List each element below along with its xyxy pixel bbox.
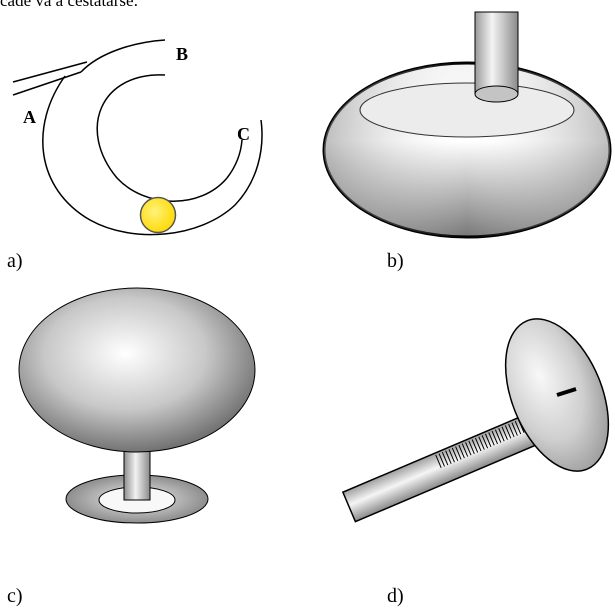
figure-c-diagram bbox=[18, 287, 256, 524]
rod-tick bbox=[488, 432, 495, 446]
pipe bbox=[474, 11, 519, 95]
pipe-opening bbox=[474, 85, 519, 103]
tilted-disc bbox=[504, 318, 610, 472]
figure-d bbox=[340, 315, 615, 540]
rod-tick bbox=[461, 443, 469, 457]
figure-d-diagram bbox=[341, 318, 610, 523]
figure-a-diagram: A B C bbox=[12, 39, 263, 236]
rod-tick bbox=[484, 433, 492, 447]
vessel-top-surface bbox=[359, 82, 575, 138]
rod-tick bbox=[458, 444, 465, 459]
rod-tick bbox=[504, 425, 512, 439]
rod-tick bbox=[445, 450, 452, 464]
label-c: C bbox=[237, 124, 250, 144]
rod-tick bbox=[468, 440, 475, 454]
caption-a: a) bbox=[7, 250, 23, 272]
rod-tick bbox=[478, 436, 485, 450]
rod-tick bbox=[498, 428, 505, 442]
rod-tick bbox=[475, 437, 482, 452]
balloon bbox=[18, 287, 256, 453]
caption-b: b) bbox=[387, 250, 404, 272]
rod-tick bbox=[435, 454, 442, 469]
figure-b-diagram bbox=[322, 11, 612, 239]
upper-track-arc bbox=[80, 39, 166, 73]
rod-tick bbox=[511, 422, 518, 436]
disc-pointer-mark bbox=[556, 387, 577, 397]
rod-tick bbox=[481, 435, 489, 449]
rod-tick bbox=[448, 449, 455, 463]
inlet-upper-line bbox=[12, 61, 88, 83]
label-a: A bbox=[23, 107, 36, 127]
rod-tick bbox=[438, 453, 445, 467]
rod-tick bbox=[455, 446, 462, 460]
inner-track-arc bbox=[96, 74, 243, 202]
figure-a: A B C bbox=[5, 10, 280, 250]
rod-tick bbox=[501, 426, 508, 440]
rod-tick bbox=[508, 423, 515, 438]
label-b: B bbox=[176, 44, 188, 64]
rod-tick bbox=[465, 442, 472, 456]
figure-b bbox=[320, 0, 615, 245]
caption-c: c) bbox=[7, 585, 23, 607]
rod-tick bbox=[471, 439, 479, 453]
inlet-lower-line bbox=[12, 71, 82, 96]
rod-tick bbox=[451, 447, 459, 462]
rod-tick bbox=[491, 430, 498, 445]
rod-tick bbox=[441, 451, 449, 466]
page-header-text: cade va a cestatarse: bbox=[0, 0, 139, 10]
rod-tick bbox=[514, 421, 522, 435]
rod-tick bbox=[494, 429, 502, 443]
ball bbox=[139, 196, 177, 234]
caption-d: d) bbox=[387, 585, 404, 607]
figure-c bbox=[5, 285, 265, 560]
outer-track-arc bbox=[42, 75, 263, 236]
